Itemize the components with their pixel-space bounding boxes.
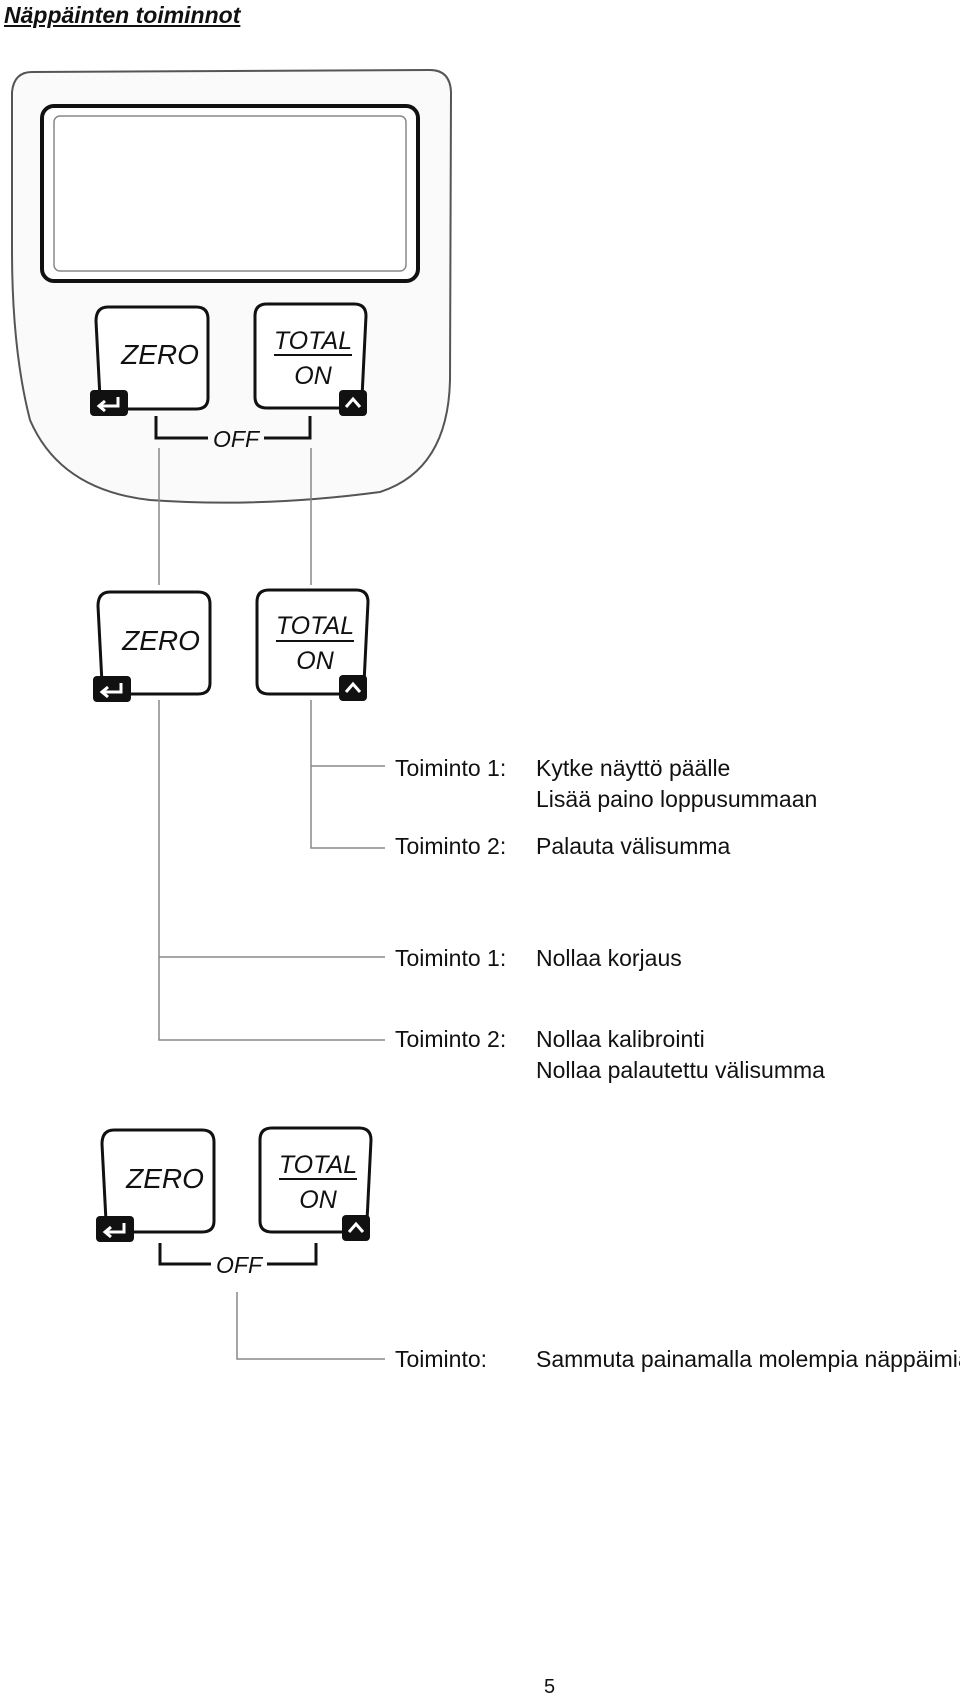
key-group-device: ZERO TOTAL ON OFF [88, 302, 369, 452]
total-key-label: TOTAL [279, 1151, 357, 1179]
total-on-key[interactable]: TOTAL ON [255, 588, 370, 703]
on-key-label: ON [296, 647, 334, 675]
total-key-label: TOTAL [274, 327, 352, 355]
zero-func2-label: Toiminto 2: [395, 1026, 507, 1052]
page-number: 5 [544, 1676, 556, 1698]
enter-icon [88, 388, 130, 418]
total-func1-label: Toiminto 1: [395, 755, 507, 781]
total-on-key[interactable]: TOTAL ON [253, 302, 369, 418]
zero-func2-line-1: Nollaa kalibrointi [536, 1026, 705, 1052]
zero-key[interactable]: ZERO [88, 305, 210, 418]
up-arrow-icon [337, 673, 369, 703]
zero-func2-line-2: Nollaa palautettu välisumma [536, 1057, 825, 1083]
total-func2-line-1: Palauta välisumma [536, 833, 731, 859]
zero-func1-label: Toiminto 1: [395, 945, 507, 971]
both-keys-label: Toiminto: [395, 1346, 488, 1372]
zero-key-label: ZERO [125, 1163, 204, 1194]
off-label: OFF [216, 1252, 264, 1278]
display-screen [40, 104, 420, 283]
up-arrow-icon [337, 388, 369, 418]
zero-func1-line-1: Nollaa korjaus [536, 945, 682, 971]
enter-icon [91, 674, 133, 704]
zero-key[interactable]: ZERO [91, 590, 212, 704]
total-on-key[interactable]: TOTAL ON [258, 1126, 373, 1243]
total-func1-line-2: Lisää paino loppusummaan [536, 786, 818, 812]
key-group-detail: ZERO TOTAL ON [91, 588, 370, 704]
on-key-label: ON [299, 1186, 337, 1214]
up-arrow-icon [340, 1213, 372, 1243]
off-label: OFF [213, 426, 261, 452]
total-func1-line-1: Kytke näyttö päälle [536, 755, 731, 781]
key-group-off: ZERO TOTAL ON OFF [94, 1126, 373, 1278]
page-title: Näppäinten toiminnot [4, 2, 241, 28]
both-keys-text: Sammuta painamalla molempia näppäimiä [536, 1346, 960, 1372]
total-func2-label: Toiminto 2: [395, 833, 507, 859]
total-key-label: TOTAL [276, 612, 354, 640]
zero-key-label: ZERO [121, 625, 200, 656]
zero-key-label: ZERO [120, 339, 199, 370]
enter-icon [94, 1214, 136, 1244]
on-key-label: ON [294, 362, 332, 390]
zero-key[interactable]: ZERO [94, 1128, 216, 1244]
